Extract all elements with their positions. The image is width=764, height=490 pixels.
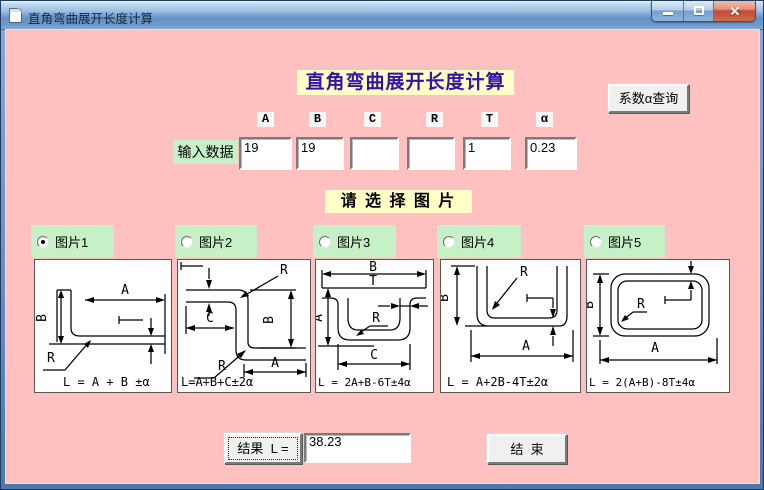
bend-diagram-3: B A T R C xyxy=(316,260,428,370)
dim-label-b: B xyxy=(587,301,597,309)
radio-icon-1[interactable] xyxy=(37,235,49,248)
picture-box-5[interactable]: R B A L = 2(A+B)-8T±4α xyxy=(586,259,730,393)
dim-label-r: R xyxy=(47,351,55,366)
dim-label-r2: R xyxy=(218,359,226,374)
bend-diagram-2: R C B R A xyxy=(180,262,307,379)
radio-picture-3[interactable]: 图片3 xyxy=(313,225,396,258)
input-alpha[interactable] xyxy=(525,137,577,170)
close-button[interactable] xyxy=(714,1,755,21)
column-label-r: R xyxy=(426,112,443,127)
radio-icon-4[interactable] xyxy=(443,235,455,248)
dim-label-c: C xyxy=(206,311,214,326)
radio-icon-3[interactable] xyxy=(319,235,331,248)
dim-label-b: B xyxy=(35,314,50,322)
radio-picture-1[interactable]: 图片1 xyxy=(31,225,114,258)
column-label-t: T xyxy=(481,112,498,127)
maximize-icon xyxy=(694,6,704,15)
dim-label-c: C xyxy=(370,348,378,363)
formula-2: L=A+B+C±2α xyxy=(181,375,254,389)
minimize-icon xyxy=(663,12,673,15)
dim-label-a: A xyxy=(271,356,279,371)
dim-label-r: R xyxy=(520,265,528,280)
dim-label-b: B xyxy=(369,260,377,275)
dim-label-a: A xyxy=(121,283,129,298)
radio-icon-5[interactable] xyxy=(590,235,602,248)
input-t[interactable] xyxy=(463,137,511,170)
dim-label-r: R xyxy=(637,297,645,312)
form-heading: 直角弯曲展开长度计算 xyxy=(297,70,514,95)
column-label-alpha: α xyxy=(536,112,553,127)
formula-5: L = 2(A+B)-8T±4α xyxy=(589,376,695,389)
app-icon xyxy=(9,8,22,23)
result-field[interactable] xyxy=(304,433,411,463)
dim-label-t: T xyxy=(369,274,377,289)
window-title: 直角弯曲展开长度计算 xyxy=(28,12,154,26)
picture-box-1[interactable]: A B R L = A + B ±α xyxy=(34,259,172,393)
radio-picture-2[interactable]: 图片2 xyxy=(175,225,257,258)
formula-4: L = A+2B-4T±2α xyxy=(447,375,549,389)
picture-box-3[interactable]: B A T R C L = 2A+B-6T±4α xyxy=(315,259,434,393)
result-button[interactable]: 结果 L = xyxy=(224,433,302,464)
input-b[interactable] xyxy=(296,137,344,170)
form-client-area: 直角弯曲展开长度计算 系数α查询 A B C R T α 输入数据 请 选 择 … xyxy=(6,30,759,483)
dim-label-a: A xyxy=(316,314,326,322)
input-c[interactable] xyxy=(350,137,399,170)
column-label-a: A xyxy=(257,112,274,127)
input-r[interactable] xyxy=(407,137,455,170)
formula-3: L = 2A+B-6T±4α xyxy=(318,376,411,389)
dim-label-r1: R xyxy=(280,263,288,278)
column-label-c: C xyxy=(364,112,381,127)
dim-label-a: A xyxy=(522,339,530,354)
title-bar[interactable]: 直角弯曲展开长度计算 xyxy=(1,1,763,30)
picture-box-2[interactable]: R C B R A L=A+B+C±2α xyxy=(177,259,311,393)
column-label-b: B xyxy=(309,112,326,127)
close-icon xyxy=(730,6,739,16)
maximize-button[interactable] xyxy=(684,1,714,21)
dim-label-a: A xyxy=(651,341,659,356)
dim-label-b: B xyxy=(441,294,452,302)
dim-label-b: B xyxy=(262,316,277,324)
caption-buttons xyxy=(651,1,756,22)
input-a[interactable] xyxy=(239,137,292,170)
minimize-button[interactable] xyxy=(652,1,684,21)
formula-1: L = A + B ±α xyxy=(63,375,150,389)
picture-box-4[interactable]: B R A L = A+2B-4T±2α xyxy=(440,259,581,393)
radio-picture-4[interactable]: 图片4 xyxy=(437,225,521,258)
picture-select-prompt: 请 选 择 图 片 xyxy=(325,190,472,213)
input-data-label: 输入数据 xyxy=(173,140,238,164)
alpha-lookup-button[interactable]: 系数α查询 xyxy=(608,84,689,113)
bend-diagram-5: R B A xyxy=(587,261,718,364)
radio-picture-5[interactable]: 图片5 xyxy=(584,225,665,258)
bend-diagram-1: A B R xyxy=(35,283,166,371)
bend-diagram-4: B R A xyxy=(441,265,574,362)
radio-icon-2[interactable] xyxy=(181,235,193,248)
end-button[interactable]: 结 束 xyxy=(487,434,567,464)
dim-label-r: R xyxy=(372,311,380,326)
